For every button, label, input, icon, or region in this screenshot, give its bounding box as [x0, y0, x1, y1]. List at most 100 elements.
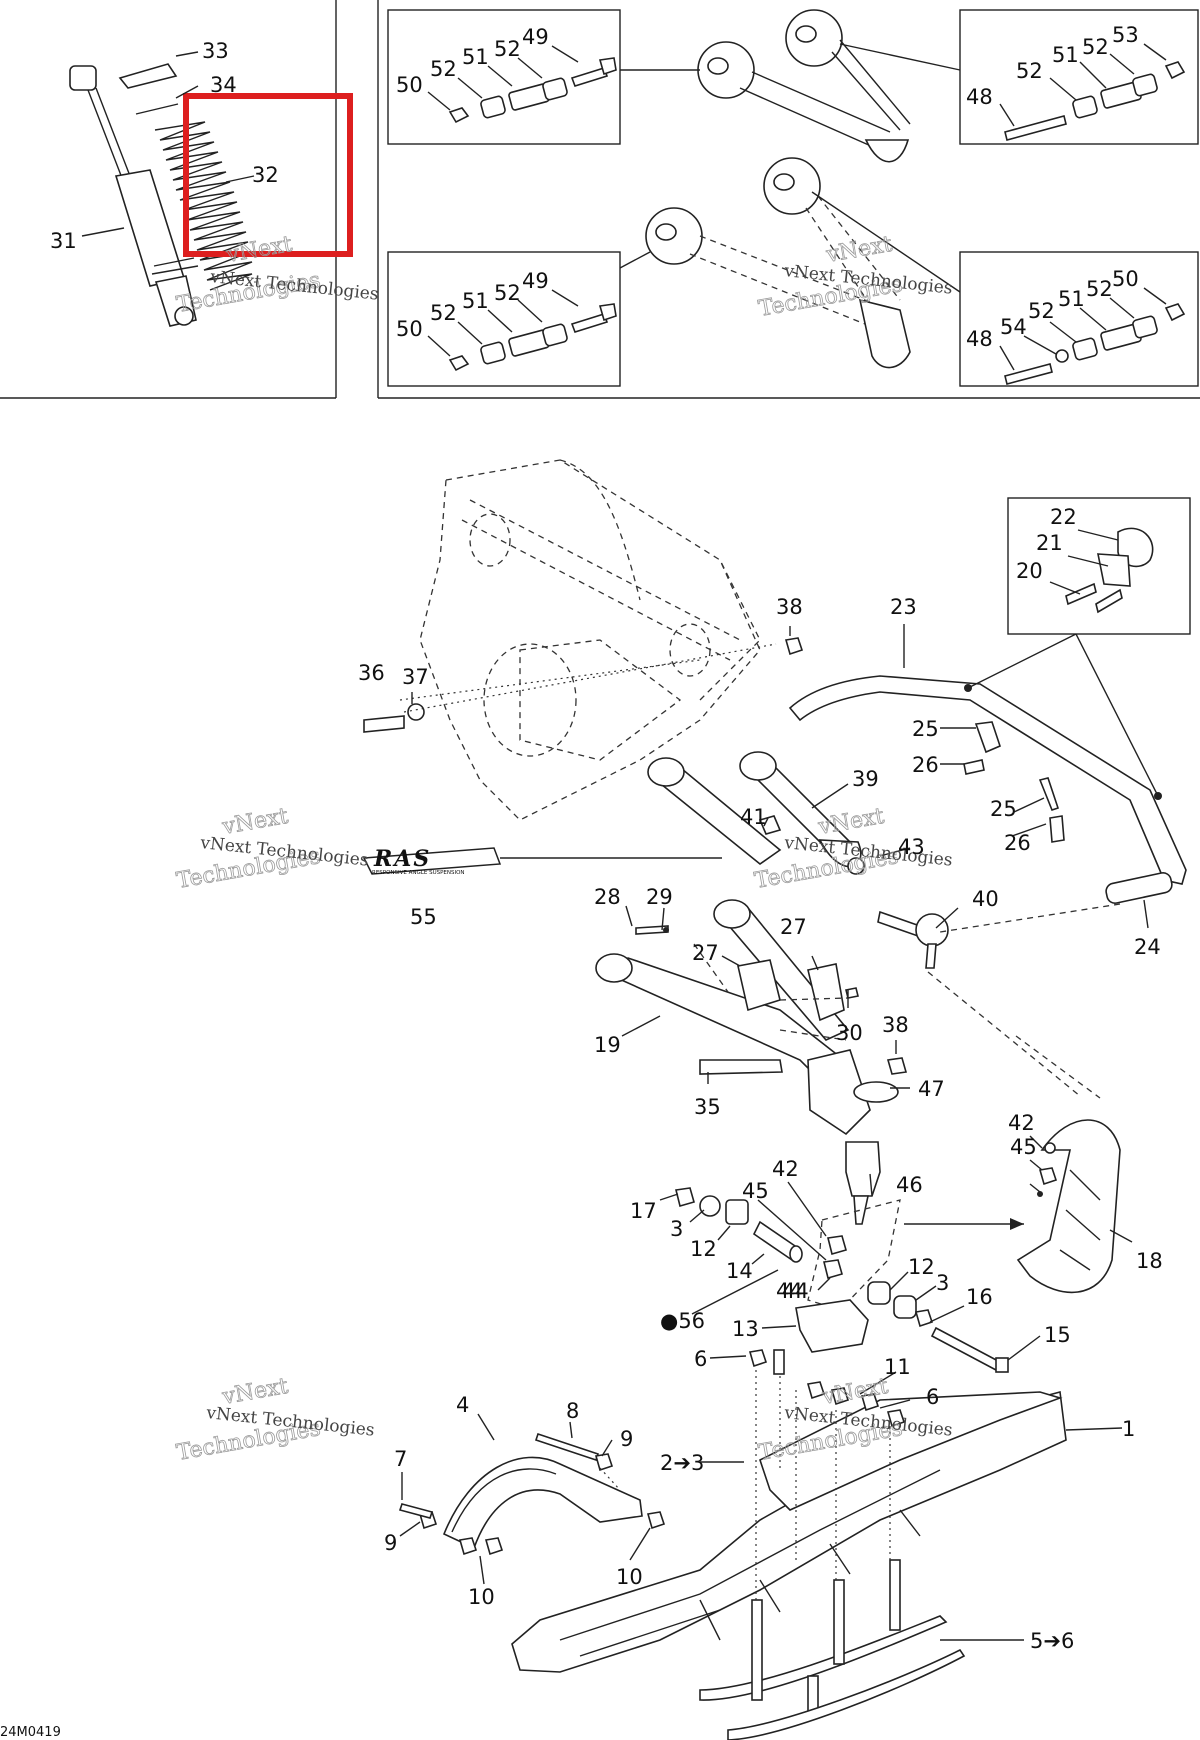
callout-number: 3 [670, 1217, 683, 1241]
figure-code: 24M0419 [0, 1725, 61, 1740]
callout-number: 52 [494, 281, 521, 305]
callout-number: 31 [50, 229, 77, 253]
callout-number: 44 [782, 1279, 809, 1303]
callout-number: 2➔3 [660, 1451, 704, 1475]
cable-clip-parts [1065, 527, 1154, 614]
callout-number: 22 [1050, 505, 1077, 529]
bushings-right [867, 1281, 1009, 1373]
callout-number: 3 [936, 1271, 949, 1295]
callout-number: 27 [780, 915, 807, 939]
callout-number: 52 [430, 301, 457, 325]
callout-number: 18 [1136, 1249, 1163, 1273]
callout-number: 46 [896, 1173, 923, 1197]
callout-number: 10 [468, 1585, 495, 1609]
callout-number: 7 [394, 1447, 407, 1471]
callout-number: 41 [740, 805, 767, 829]
lower-a-arm-top [619, 157, 961, 369]
callout-number: 51 [1058, 287, 1085, 311]
spindle-knuckle [1016, 1119, 1121, 1294]
callout-number: 14 [726, 1259, 753, 1283]
callout-number: 52 [494, 37, 521, 61]
callout-number: 27 [692, 941, 719, 965]
callout-number: 13 [732, 1317, 759, 1341]
callout-number: 52 [1082, 35, 1109, 59]
callout-number: 44 [776, 1279, 803, 1303]
callout-number: 55 [410, 905, 437, 929]
ski-bolt-guides [755, 1364, 891, 1600]
callout-number: 29 [646, 885, 673, 909]
callout-number: 52 [430, 57, 457, 81]
inset-box-bottom-left [387, 251, 621, 387]
ski [511, 1390, 1067, 1740]
leaders-insets [427, 43, 1167, 371]
callout-number: 51 [462, 289, 489, 313]
callout-number: 28 [594, 885, 621, 909]
callout-number: 48 [966, 327, 993, 351]
callout-number: 9 [384, 1531, 397, 1555]
callout-number: 37 [402, 665, 429, 689]
callout-number: 54 [1000, 315, 1027, 339]
callout-number: 40 [972, 887, 999, 911]
watermark-vnext: vNext [220, 804, 290, 840]
callout-number: ●56 [660, 1309, 705, 1333]
stabilizer-bar [788, 633, 1187, 904]
fastener-row-bottom-left [448, 303, 617, 372]
callout-number: 38 [776, 595, 803, 619]
callout-number: 52 [1028, 299, 1055, 323]
callout-number: 49 [522, 269, 549, 293]
lower-suspension-arm [595, 899, 908, 1136]
callout-layer: 33 34 32 31 50 52 51 52 49 48 52 51 52 5… [50, 23, 1163, 1653]
callout-number: 47 [918, 1077, 945, 1101]
ski-leg-spindle [675, 1187, 1024, 1311]
callout-number: 16 [966, 1285, 993, 1309]
watermark-vnext: vNext [824, 232, 894, 268]
callout-number: 9 [620, 1427, 633, 1451]
bump-stop-pads [635, 925, 859, 1022]
callout-number: 33 [202, 39, 229, 63]
callout-number: 12 [908, 1255, 935, 1279]
ski-fasteners [748, 1349, 906, 1428]
leaders-shock [81, 51, 255, 237]
callout-number: 52 [1086, 277, 1113, 301]
callout-number: 51 [462, 45, 489, 69]
callout-number: 23 [890, 595, 917, 619]
callout-number: 10 [616, 1565, 643, 1589]
inset-box-cable-clip [1007, 497, 1191, 635]
callout-number: 20 [1016, 559, 1043, 583]
lower-ball-joint [845, 1141, 881, 1225]
callout-number: 1 [1122, 1417, 1135, 1441]
wear-pad [795, 1299, 869, 1353]
frame-chassis [399, 459, 761, 821]
upper-a-arm-top [620, 9, 961, 163]
callout-number: 35 [694, 1095, 721, 1119]
ball-joint [877, 910, 949, 969]
highlight-box [183, 93, 353, 257]
retainer-ring [135, 103, 179, 115]
callout-number: 25 [990, 797, 1017, 821]
callout-number: 26 [912, 753, 939, 777]
callout-number: 4 [456, 1393, 469, 1417]
assembly-dash-lines [693, 903, 1121, 1099]
callout-number: 39 [852, 767, 879, 791]
callout-number: 24 [1134, 935, 1161, 959]
callout-number: 48 [966, 85, 993, 109]
callout-number: 6 [926, 1385, 939, 1409]
callout-number: 34 [210, 73, 237, 97]
callout-number: 50 [396, 73, 423, 97]
callout-number: 25 [912, 717, 939, 741]
logo-subtext: RESPONSIVE ANGLE SUSPENSION [372, 870, 465, 876]
callout-number: 52 [1016, 59, 1043, 83]
callout-number: 50 [396, 317, 423, 341]
callout-number: 36 [358, 661, 385, 685]
callout-number: 15 [1044, 1323, 1071, 1347]
watermark-vnext: vNext [816, 804, 886, 840]
logo-text: RAS [373, 846, 431, 872]
callout-number: 11 [884, 1355, 911, 1379]
callout-number: 50 [1112, 267, 1139, 291]
fasteners-upper [363, 637, 1065, 843]
callout-number: 42 [1008, 1111, 1035, 1135]
fastener-row-bottom-right [1004, 303, 1186, 385]
callout-number: 45 [1010, 1135, 1037, 1159]
callout-number: 38 [882, 1013, 909, 1037]
